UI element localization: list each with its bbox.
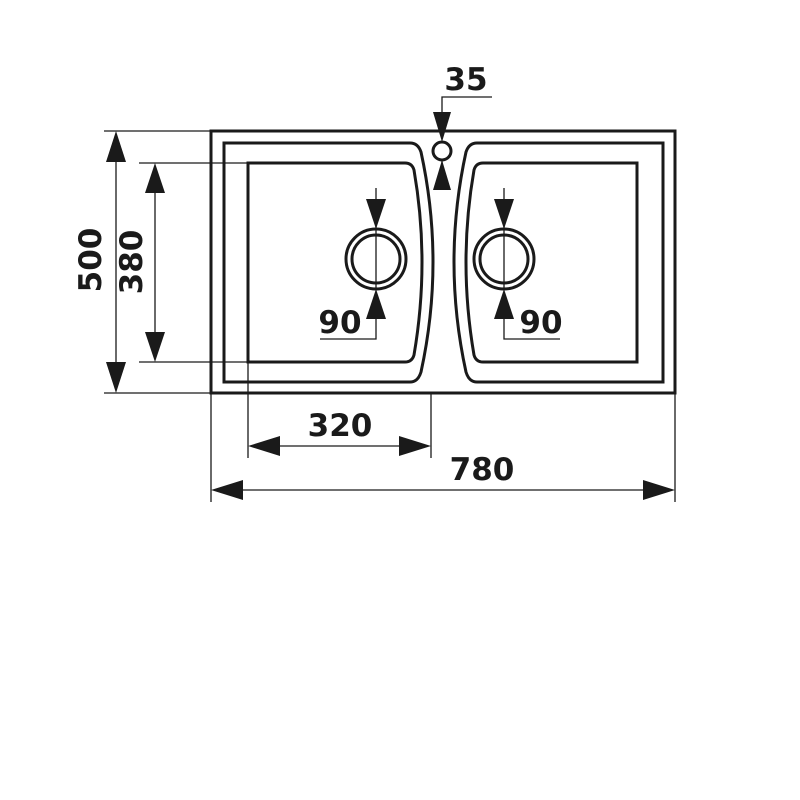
right-bowl-basin bbox=[464, 161, 639, 364]
dimension-tap-hole: 35 bbox=[433, 62, 492, 190]
label-overall-depth: 500 bbox=[73, 228, 109, 293]
label-left-drain: 90 bbox=[318, 305, 361, 341]
dimension-right-drain: 90 bbox=[494, 188, 563, 341]
dimension-bowl-width: 320 bbox=[247, 362, 432, 458]
dimension-overall-depth: 500 bbox=[73, 130, 211, 394]
label-bowl-width: 320 bbox=[308, 408, 373, 444]
tap-hole bbox=[431, 140, 453, 162]
left-bowl-basin bbox=[246, 161, 424, 364]
dimension-overall-width: 780 bbox=[210, 393, 676, 502]
label-overall-width: 780 bbox=[450, 452, 515, 488]
right-bowl-rim bbox=[452, 141, 665, 384]
label-bowl-depth: 380 bbox=[114, 230, 150, 295]
label-tap-hole: 35 bbox=[444, 62, 487, 98]
label-right-drain: 90 bbox=[519, 305, 562, 341]
dimension-left-drain: 90 bbox=[318, 188, 386, 341]
left-bowl-rim bbox=[222, 141, 435, 384]
dimension-bowl-depth: 380 bbox=[114, 162, 248, 363]
